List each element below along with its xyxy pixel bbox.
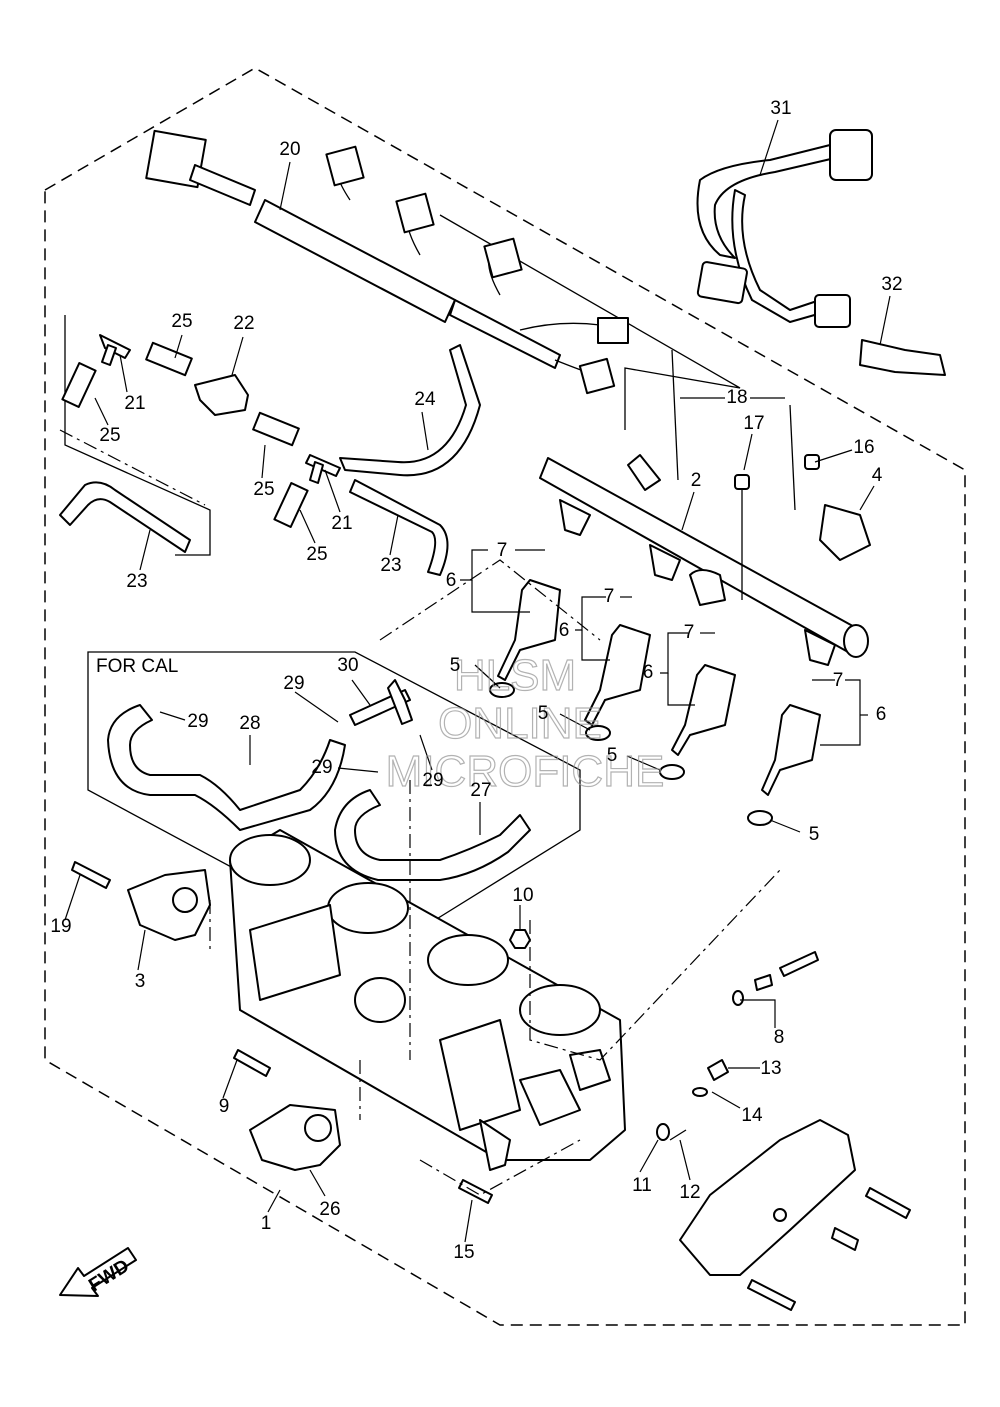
callout-27: 27 [470, 780, 491, 801]
callout-3: 3 [135, 971, 146, 992]
callout-1: 1 [261, 1213, 272, 1234]
callout-7: 7 [497, 540, 508, 561]
callout-10: 10 [512, 885, 533, 906]
hose-fittings-left [61, 334, 341, 528]
callout-5: 5 [538, 703, 549, 724]
callout-26: 26 [319, 1199, 340, 1220]
leader-lines [64, 119, 891, 1243]
callout-23: 23 [380, 555, 401, 576]
callout-31: 31 [770, 98, 791, 119]
callout-29: 29 [422, 770, 443, 791]
callout-24: 24 [414, 389, 436, 410]
fuel-hose [696, 129, 946, 376]
hose-24 [339, 344, 481, 477]
hose-group-bracket [64, 315, 211, 556]
fuel-rail [539, 454, 869, 666]
callout-7: 7 [604, 586, 615, 607]
watermark-line-3: MICROFICHE [386, 747, 665, 796]
callout-labels: 20 25 22 21 25 24 25 21 25 23 23 31 32 1… [50, 98, 902, 1263]
callout-29: 29 [187, 711, 208, 732]
callout-5: 5 [607, 745, 618, 766]
callout-21: 21 [331, 513, 352, 534]
callout-17: 17 [743, 413, 764, 434]
for-cal-hoses [107, 679, 531, 881]
watermark-line-2: ONLINE [438, 699, 602, 748]
throttle-position-sensors [127, 869, 341, 1171]
callout-7: 7 [684, 622, 695, 643]
hose-23-right [349, 479, 449, 576]
callout-25: 25 [99, 425, 120, 446]
callout-14: 14 [741, 1105, 763, 1126]
callout-29: 29 [311, 757, 332, 778]
callout-30: 30 [337, 655, 358, 676]
injector-bracket [439, 214, 741, 430]
callout-8: 8 [774, 1027, 785, 1048]
callout-9: 9 [219, 1096, 230, 1117]
callout-28: 28 [239, 713, 260, 734]
callout-6: 6 [876, 704, 887, 725]
hose-23-left [59, 481, 191, 553]
callout-32: 32 [881, 274, 902, 295]
hose-group-divider [59, 429, 206, 506]
callout-4: 4 [872, 465, 883, 486]
callout-12: 12 [679, 1182, 700, 1203]
callout-22: 22 [233, 313, 254, 334]
sensor-and-bolts-top-right [671, 349, 871, 600]
for-cal-bracket [87, 651, 581, 921]
for-cal-label: FOR CAL [96, 656, 178, 677]
callout-5: 5 [450, 655, 461, 676]
callout-2: 2 [691, 470, 702, 491]
callout-6: 6 [559, 620, 570, 641]
callout-25: 25 [306, 544, 327, 565]
callout-11: 11 [632, 1175, 652, 1196]
callout-18: 18 [726, 387, 747, 408]
callout-29: 29 [283, 673, 304, 694]
watermark-line-1: HLSM [454, 651, 576, 700]
throttle-body [229, 829, 626, 1171]
callout-5: 5 [809, 824, 820, 845]
callout-16: 16 [853, 437, 874, 458]
callout-23: 23 [126, 571, 147, 592]
fasteners [71, 861, 819, 1204]
callout-21: 21 [124, 393, 145, 414]
callout-25: 25 [171, 311, 192, 332]
cover-and-bolts [679, 1119, 911, 1311]
callout-15: 15 [453, 1242, 474, 1263]
callout-13: 13 [760, 1058, 781, 1079]
callout-7: 7 [833, 670, 844, 691]
callout-25: 25 [253, 479, 274, 500]
callout-19: 19 [50, 916, 71, 937]
wire-harness [145, 129, 629, 395]
fwd-arrow: FWD [59, 1247, 137, 1297]
callout-6: 6 [446, 570, 457, 591]
callout-6: 6 [643, 662, 654, 683]
callout-20: 20 [279, 139, 300, 160]
